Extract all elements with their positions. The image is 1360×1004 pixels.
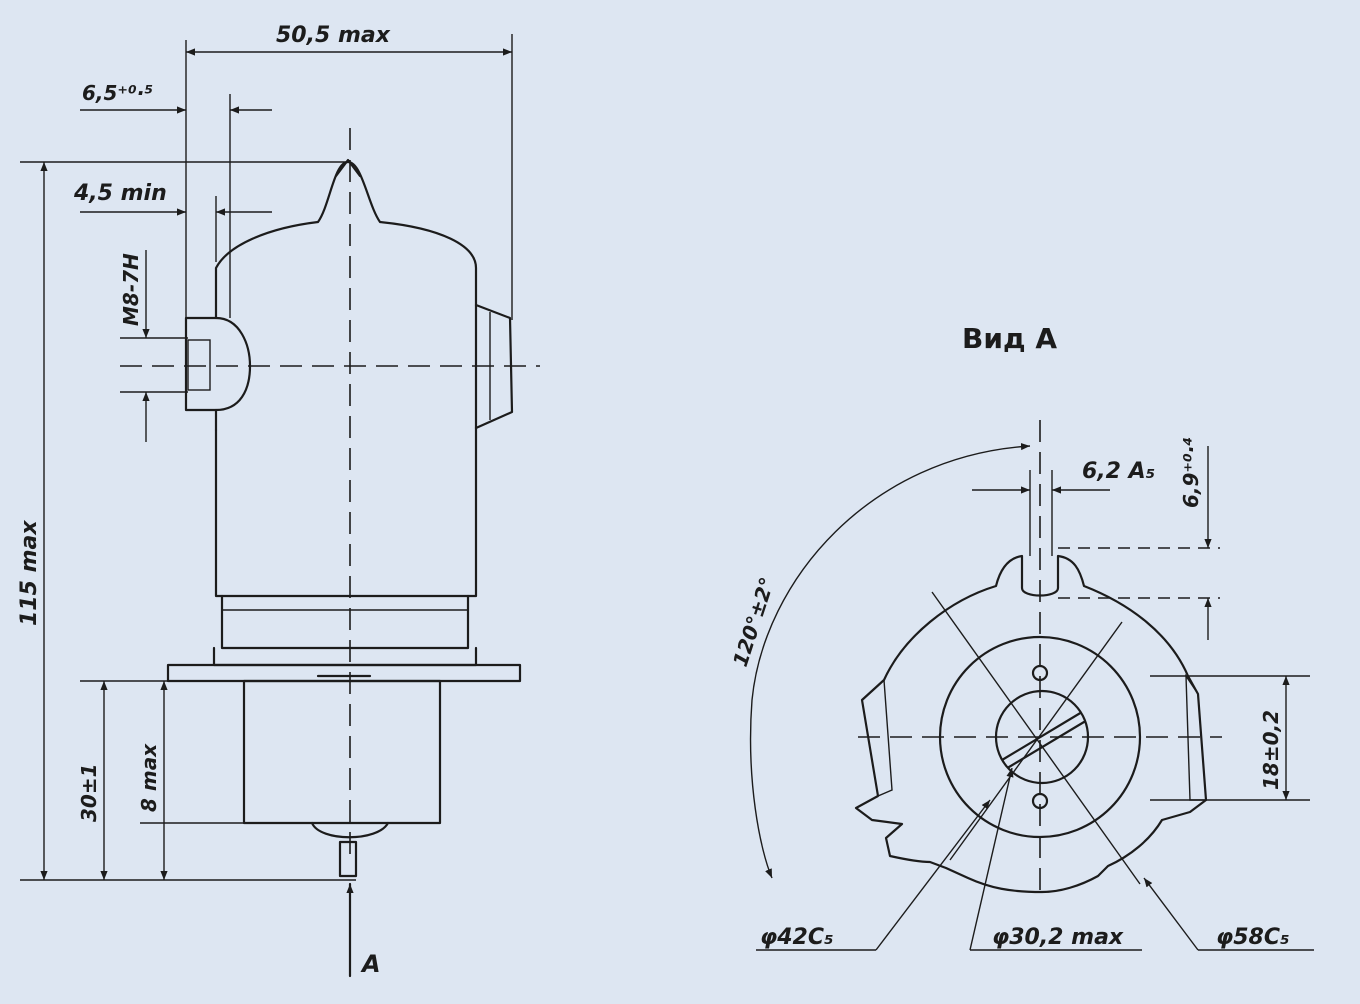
dia-inner-label: φ42C₅ [760,925,834,950]
slot-width-label: 6,2 A₅ [1082,459,1155,484]
flange-outline [854,554,1208,894]
thread-label: M8-7H [119,253,143,326]
dia-outer-label: φ58C₅ [1216,925,1290,950]
view-arrow-label: A [360,950,381,978]
width-max-label: 50,5 max [276,23,391,48]
base [242,679,442,825]
depth-min-label: 4,5 min [73,181,167,206]
flange [166,663,522,683]
lug-right [1185,673,1207,801]
view-a: Вид А 6,2 A₅ [728,322,1314,951]
flat-width-label: 18±0,2 [1259,710,1283,790]
side-tab [474,303,514,430]
view-a-title: Вид А [962,322,1057,355]
angle-arc [749,442,1031,879]
height-max-label: 115 max [17,520,42,626]
base-height-label: 30±1 [77,763,101,822]
angle-label: 120°±2° [728,574,779,669]
terminal-pin [338,840,358,878]
lug-left [861,678,893,797]
body-outline [214,160,478,598]
side-view: 50,5 max 6,5⁺⁰·⁵ 4,5 min M8-7H 115 max 3… [17,23,540,978]
neck [220,594,470,650]
base-inner-label: 8 max [137,743,161,812]
offset-tolerance-label: 6,5⁺⁰·⁵ [82,81,153,105]
slot-depth-label: 6,9⁺⁰·⁴ [1179,437,1203,508]
dia-mid-label: φ30,2 max [992,925,1124,950]
tip [334,158,362,178]
